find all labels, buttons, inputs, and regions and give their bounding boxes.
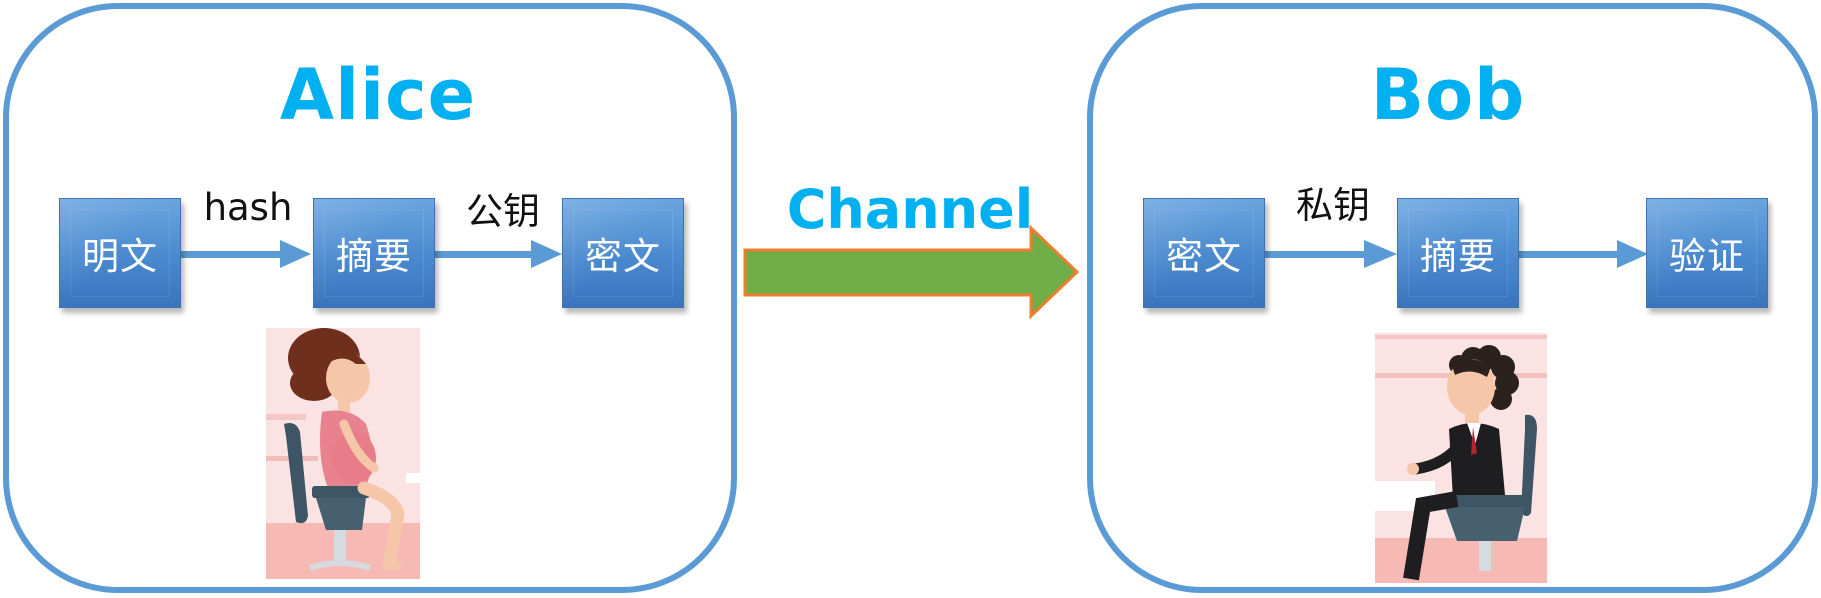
arrow-bob-2 <box>1518 240 1648 268</box>
private-key-label: 私钥 <box>1296 184 1370 227</box>
arrow-alice-1 <box>181 240 311 268</box>
arrow-bob-1 <box>1264 240 1397 268</box>
alice-digest-label: 摘要 <box>336 235 412 278</box>
bob-digest-label: 摘要 <box>1420 235 1496 278</box>
man-sitting-illustration <box>1375 333 1547 583</box>
alice-ciphertext-label: 密文 <box>585 235 661 278</box>
bob-ciphertext-label: 密文 <box>1166 235 1242 278</box>
bob-verify-label: 验证 <box>1669 235 1745 278</box>
public-key-label: 公钥 <box>466 190 540 233</box>
alice-plaintext-label: 明文 <box>82 235 158 278</box>
channel-label: Channel <box>786 178 1034 241</box>
arrow-alice-2 <box>434 240 562 268</box>
alice-title: Alice <box>279 54 477 136</box>
alice-digest-box: 摘要 <box>313 198 435 308</box>
woman-sitting-illustration <box>266 328 420 579</box>
alice-ciphertext-box: 密文 <box>562 198 684 308</box>
channel-arrow <box>743 224 1080 320</box>
hash-label: hash <box>203 186 293 229</box>
alice-plaintext-box: 明文 <box>59 198 181 308</box>
bob-title: Bob <box>1370 54 1526 136</box>
bob-verify-box: 验证 <box>1646 198 1768 308</box>
bob-ciphertext-box: 密文 <box>1143 198 1265 308</box>
bob-digest-box: 摘要 <box>1397 198 1519 308</box>
